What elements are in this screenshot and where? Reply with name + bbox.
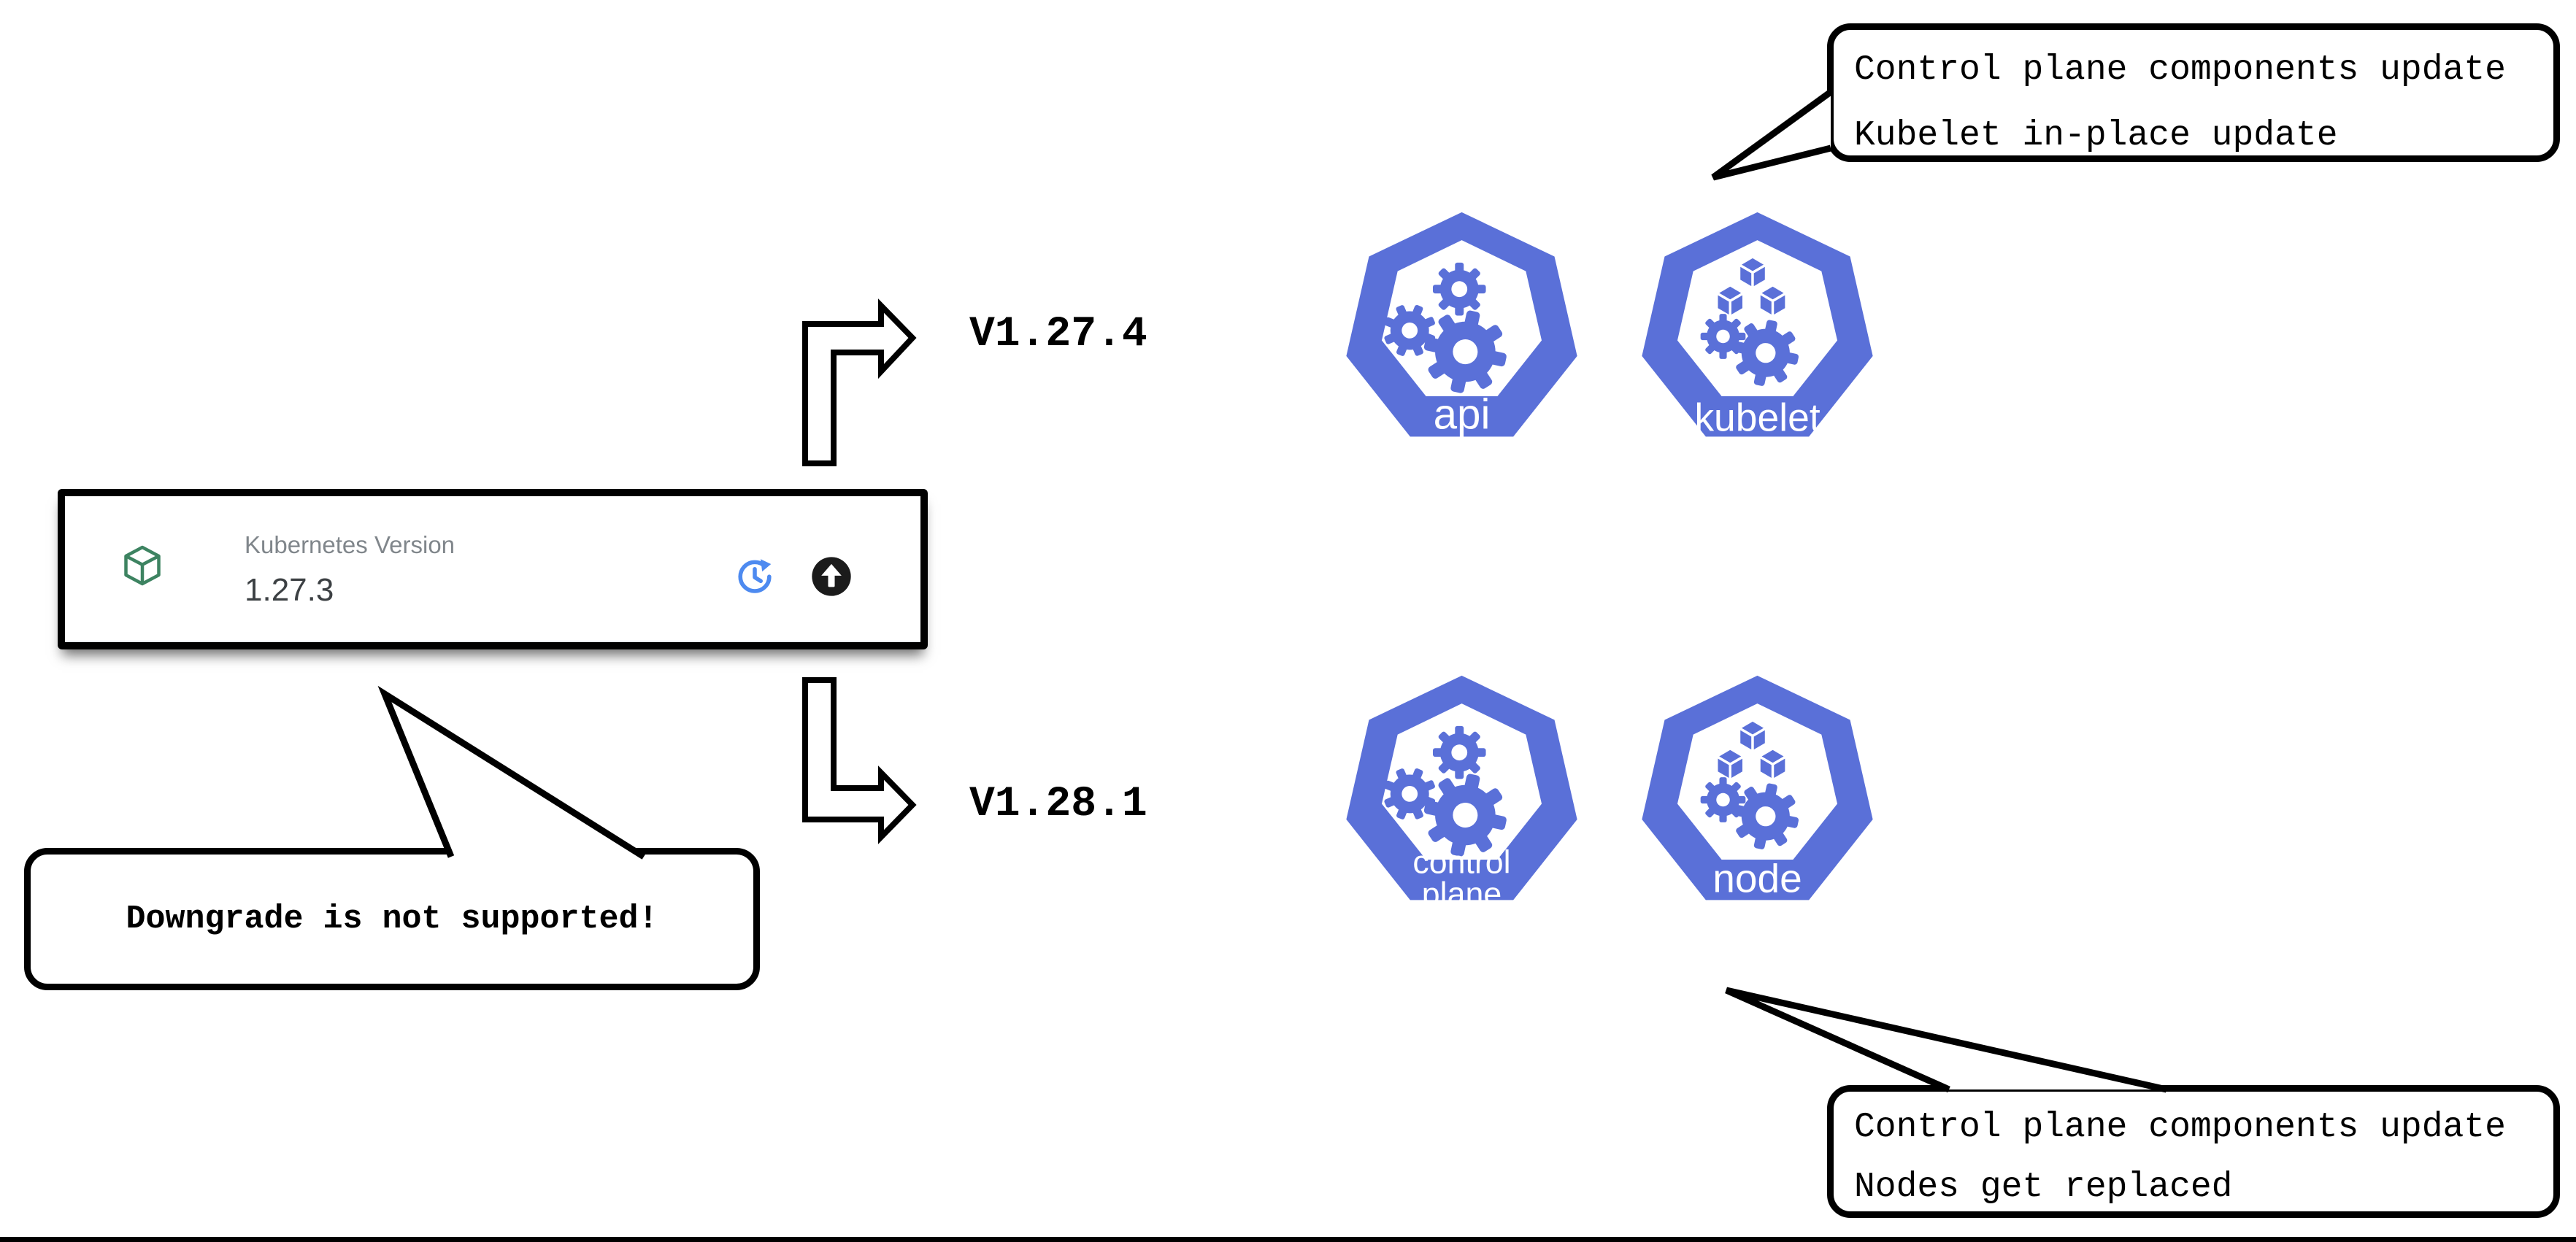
callout-bottom-line2: Nodes get replaced: [1854, 1168, 2233, 1207]
patch-version-label: V1.27.4: [969, 311, 1147, 358]
kubernetes-version-widget: Kubernetes Version 1.27.3: [58, 489, 928, 649]
frame-bottom-edge: [0, 1237, 2576, 1242]
arrow-up-right: [802, 298, 917, 466]
callout-top-line2: Kubelet in-place update: [1854, 116, 2338, 155]
minor-version-label: V1.28.1: [969, 781, 1147, 828]
callout-bottom-line1: Control plane components update: [1854, 1108, 2506, 1147]
k8s-node-icon: node: [1642, 675, 1873, 900]
callout-top-tail: [1711, 89, 1833, 181]
widget-label: Kubernetes Version: [245, 531, 455, 558]
callout-warning-tail: [377, 685, 646, 860]
callout-inplace-update: Control plane components update Kubelet …: [1827, 23, 2560, 162]
callout-downgrade-warning: Downgrade is not supported!: [24, 848, 760, 990]
callout-warning-text: Downgrade is not supported!: [126, 900, 658, 938]
upgrade-available-icon[interactable]: [808, 553, 855, 600]
callout-top-line1: Control plane components update: [1854, 50, 2506, 90]
k8s-api-icon: api: [1346, 212, 1577, 438]
node-label: node: [1712, 855, 1802, 900]
callout-node-replace: Control plane components update Nodes ge…: [1827, 1085, 2560, 1218]
widget-version-value: 1.27.3: [245, 572, 334, 608]
widget-inner: [65, 496, 920, 642]
k8s-kubelet-icon: kubelet: [1642, 212, 1873, 440]
api-label: api: [1434, 390, 1491, 438]
kubelet-label: kubelet: [1694, 397, 1820, 440]
package-cube-icon: [124, 545, 161, 586]
callout-bottom-tail: [1725, 987, 2167, 1093]
control-plane-label-line2: plane: [1422, 876, 1502, 912]
control-plane-label-line1: control: [1412, 844, 1510, 880]
k8s-control-plane-icon: control plane: [1346, 675, 1577, 912]
arrow-down-right: [802, 677, 917, 844]
update-history-icon[interactable]: [734, 555, 776, 597]
